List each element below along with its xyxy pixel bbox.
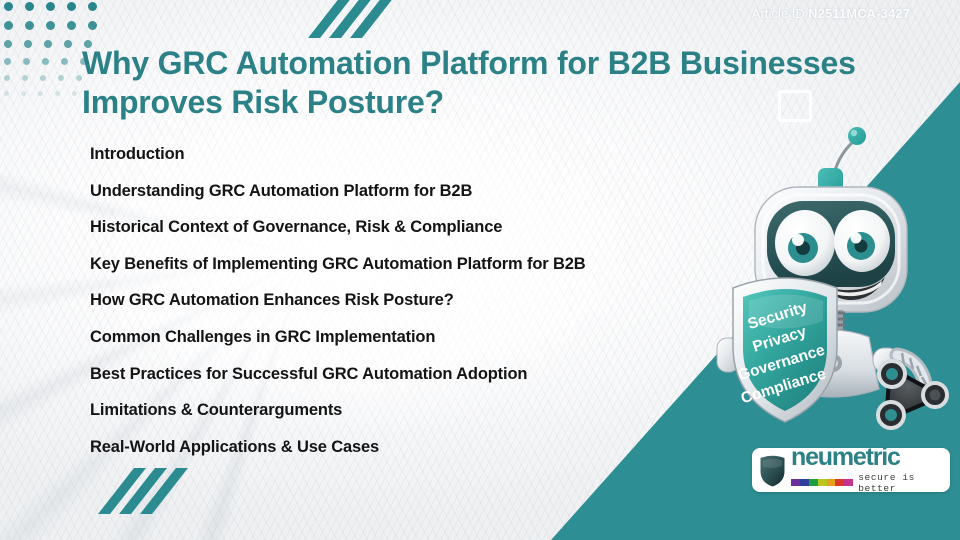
dot-grid-decoration bbox=[4, 2, 97, 106]
logo-subline: secure is better bbox=[791, 472, 943, 494]
logo-wordmark: neumetric bbox=[791, 443, 943, 472]
list-item[interactable]: Historical Context of Governance, Risk &… bbox=[90, 218, 503, 237]
square-outline-decoration bbox=[778, 90, 812, 122]
dot-row bbox=[4, 75, 97, 81]
diagonal-slashes-top bbox=[308, 0, 398, 38]
background-glow bbox=[115, 118, 644, 432]
dot-row bbox=[4, 21, 97, 30]
article-id-label: Article ID bbox=[752, 7, 805, 21]
article-id: Article ID N2511MCA-3427 bbox=[752, 7, 910, 21]
page-title: Why GRC Automation Platform for B2B Busi… bbox=[82, 45, 856, 121]
robot-illustration: Security Privacy Governance Compliance bbox=[716, 127, 949, 430]
list-item[interactable]: Understanding GRC Automation Platform fo… bbox=[90, 181, 473, 200]
dot-row bbox=[4, 91, 97, 96]
list-item[interactable]: Limitations & Counterarguments bbox=[90, 401, 343, 420]
dot-row bbox=[4, 2, 97, 11]
list-item[interactable]: Real-World Applications & Use Cases bbox=[90, 437, 380, 456]
logo-word-part1: neum bbox=[791, 443, 854, 472]
table-of-contents: Introduction Understanding GRC Automatio… bbox=[90, 136, 730, 465]
neumetric-logo[interactable]: neumetric secure is better bbox=[752, 443, 950, 494]
dot-row bbox=[4, 40, 97, 48]
rainbow-bar-icon bbox=[791, 479, 854, 487]
robot-mascot: Security Privacy Governance Compliance bbox=[705, 105, 960, 435]
logo-text-block: neumetric secure is better bbox=[791, 443, 943, 494]
logo-tagline: secure is better bbox=[858, 471, 915, 494]
list-item[interactable]: Introduction bbox=[90, 145, 185, 164]
diagonal-slashes-bottom bbox=[98, 468, 188, 514]
logo-word-part3: tric bbox=[865, 443, 901, 472]
list-item[interactable]: How GRC Automation Enhances Risk Posture… bbox=[90, 291, 454, 310]
shield-icon bbox=[760, 455, 785, 486]
dot-row bbox=[4, 58, 97, 65]
list-item[interactable]: Key Benefits of Implementing GRC Automat… bbox=[90, 254, 586, 273]
logo-word-part2: e bbox=[852, 443, 867, 472]
article-id-code: N2511MCA-3427 bbox=[808, 7, 911, 21]
list-item[interactable]: Best Practices for Successful GRC Automa… bbox=[90, 364, 528, 383]
list-item[interactable]: Common Challenges in GRC Implementation bbox=[90, 328, 436, 347]
